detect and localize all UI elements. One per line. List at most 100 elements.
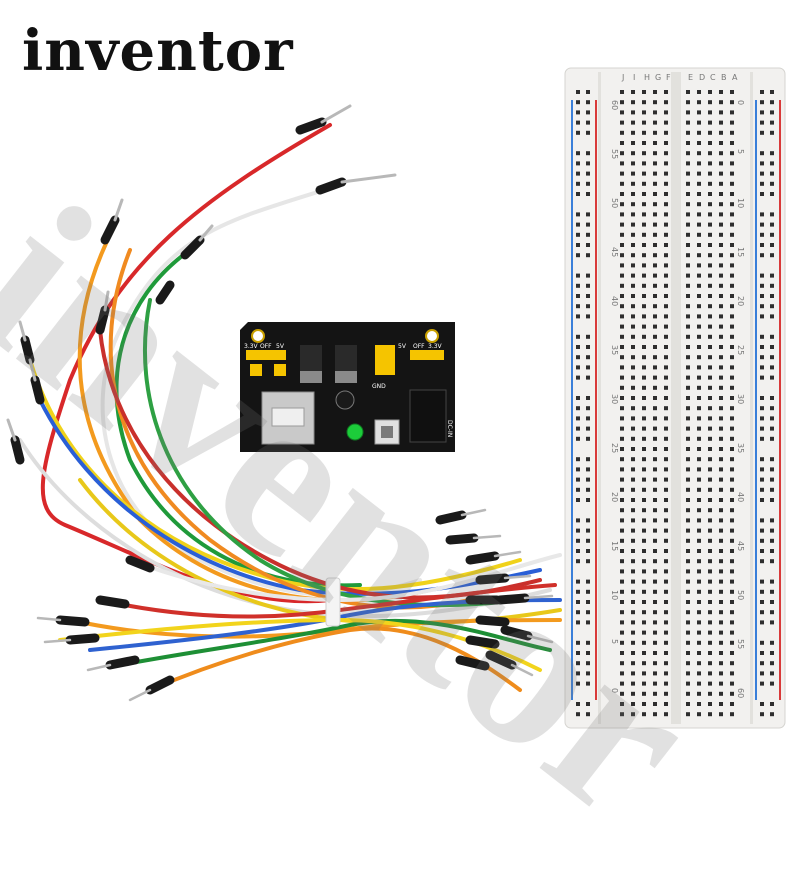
rail-hole[interactable]: [586, 304, 590, 309]
breadboard-hole[interactable]: [653, 334, 657, 339]
rail-hole[interactable]: [576, 396, 580, 400]
breadboard-hole[interactable]: [631, 120, 635, 125]
rail-hole[interactable]: [770, 457, 774, 462]
breadboard-hole[interactable]: [620, 416, 624, 421]
breadboard-hole[interactable]: [664, 579, 668, 584]
breadboard-hole[interactable]: [653, 345, 657, 349]
breadboard-hole[interactable]: [686, 651, 690, 655]
breadboard-hole[interactable]: [642, 630, 646, 635]
rail-hole[interactable]: [576, 498, 580, 502]
breadboard-hole[interactable]: [697, 171, 701, 176]
breadboard-hole[interactable]: [620, 702, 624, 706]
breadboard-hole[interactable]: [708, 518, 712, 523]
rail-hole[interactable]: [770, 212, 774, 217]
rail-hole[interactable]: [586, 600, 590, 604]
breadboard-hole[interactable]: [664, 355, 668, 360]
breadboard-hole[interactable]: [708, 90, 712, 94]
breadboard-hole[interactable]: [686, 681, 690, 686]
breadboard-hole[interactable]: [653, 110, 657, 115]
rail-hole[interactable]: [760, 620, 764, 625]
breadboard-hole[interactable]: [719, 355, 723, 360]
rail-hole[interactable]: [760, 345, 764, 349]
breadboard-hole[interactable]: [631, 702, 635, 706]
breadboard-hole[interactable]: [719, 630, 723, 635]
breadboard-hole[interactable]: [730, 110, 734, 115]
breadboard-hole[interactable]: [686, 518, 690, 523]
breadboard-hole[interactable]: [642, 181, 646, 186]
breadboard-hole[interactable]: [664, 447, 668, 451]
breadboard-hole[interactable]: [719, 681, 723, 686]
breadboard-hole[interactable]: [708, 396, 712, 400]
breadboard-hole[interactable]: [730, 324, 734, 329]
breadboard-hole[interactable]: [697, 681, 701, 686]
breadboard-hole[interactable]: [708, 385, 712, 390]
breadboard-hole[interactable]: [719, 508, 723, 513]
breadboard-hole[interactable]: [631, 487, 635, 492]
rail-hole[interactable]: [760, 528, 764, 533]
breadboard-hole[interactable]: [653, 171, 657, 176]
breadboard-hole[interactable]: [664, 273, 668, 278]
breadboard-hole[interactable]: [697, 243, 701, 247]
breadboard-hole[interactable]: [697, 385, 701, 390]
breadboard-hole[interactable]: [708, 549, 712, 553]
breadboard-hole[interactable]: [686, 243, 690, 247]
rail-hole[interactable]: [586, 365, 590, 370]
breadboard-hole[interactable]: [631, 508, 635, 513]
breadboard-hole[interactable]: [620, 518, 624, 523]
rail-hole[interactable]: [760, 212, 764, 217]
breadboard-hole[interactable]: [708, 294, 712, 298]
breadboard-hole[interactable]: [620, 253, 624, 258]
breadboard-hole[interactable]: [631, 130, 635, 135]
breadboard-hole[interactable]: [664, 90, 668, 94]
breadboard-hole[interactable]: [730, 334, 734, 339]
breadboard-hole[interactable]: [620, 141, 624, 145]
rail-hole[interactable]: [760, 110, 764, 115]
rail-hole[interactable]: [760, 712, 764, 717]
rail-hole[interactable]: [576, 651, 580, 655]
breadboard-hole[interactable]: [719, 192, 723, 196]
breadboard-hole[interactable]: [653, 651, 657, 655]
rail-hole[interactable]: [770, 355, 774, 360]
breadboard-hole[interactable]: [697, 518, 701, 523]
breadboard-hole[interactable]: [631, 294, 635, 298]
breadboard-hole[interactable]: [642, 171, 646, 176]
breadboard-hole[interactable]: [653, 661, 657, 666]
breadboard-hole[interactable]: [686, 630, 690, 635]
rail-hole[interactable]: [576, 151, 580, 156]
breadboard-hole[interactable]: [719, 202, 723, 207]
rail-hole[interactable]: [576, 192, 580, 196]
breadboard-hole[interactable]: [719, 518, 723, 523]
breadboard-hole[interactable]: [686, 110, 690, 115]
breadboard-hole[interactable]: [730, 273, 734, 278]
breadboard-hole[interactable]: [664, 487, 668, 492]
rail-hole[interactable]: [760, 222, 764, 227]
breadboard-hole[interactable]: [620, 426, 624, 431]
breadboard-hole[interactable]: [631, 273, 635, 278]
breadboard-hole[interactable]: [730, 702, 734, 706]
rail-hole[interactable]: [586, 559, 590, 564]
rail-hole[interactable]: [760, 375, 764, 380]
rail-hole[interactable]: [770, 273, 774, 278]
breadboard-hole[interactable]: [664, 671, 668, 676]
breadboard-hole[interactable]: [631, 457, 635, 462]
rail-hole[interactable]: [586, 467, 590, 472]
rail-hole[interactable]: [760, 396, 764, 400]
rail-hole[interactable]: [760, 549, 764, 553]
rail-hole[interactable]: [760, 273, 764, 278]
breadboard-hole[interactable]: [620, 508, 624, 513]
breadboard-hole[interactable]: [631, 681, 635, 686]
rail-hole[interactable]: [760, 498, 764, 502]
breadboard-hole[interactable]: [686, 467, 690, 472]
breadboard-hole[interactable]: [664, 334, 668, 339]
breadboard-hole[interactable]: [653, 243, 657, 247]
breadboard-hole[interactable]: [653, 396, 657, 400]
breadboard-hole[interactable]: [631, 232, 635, 237]
breadboard-hole[interactable]: [708, 447, 712, 451]
breadboard-hole[interactable]: [708, 610, 712, 615]
breadboard-hole[interactable]: [719, 334, 723, 339]
breadboard-hole[interactable]: [686, 691, 690, 696]
breadboard-hole[interactable]: [631, 406, 635, 411]
breadboard-hole[interactable]: [631, 620, 635, 625]
breadboard-hole[interactable]: [686, 324, 690, 329]
breadboard-hole[interactable]: [719, 589, 723, 594]
